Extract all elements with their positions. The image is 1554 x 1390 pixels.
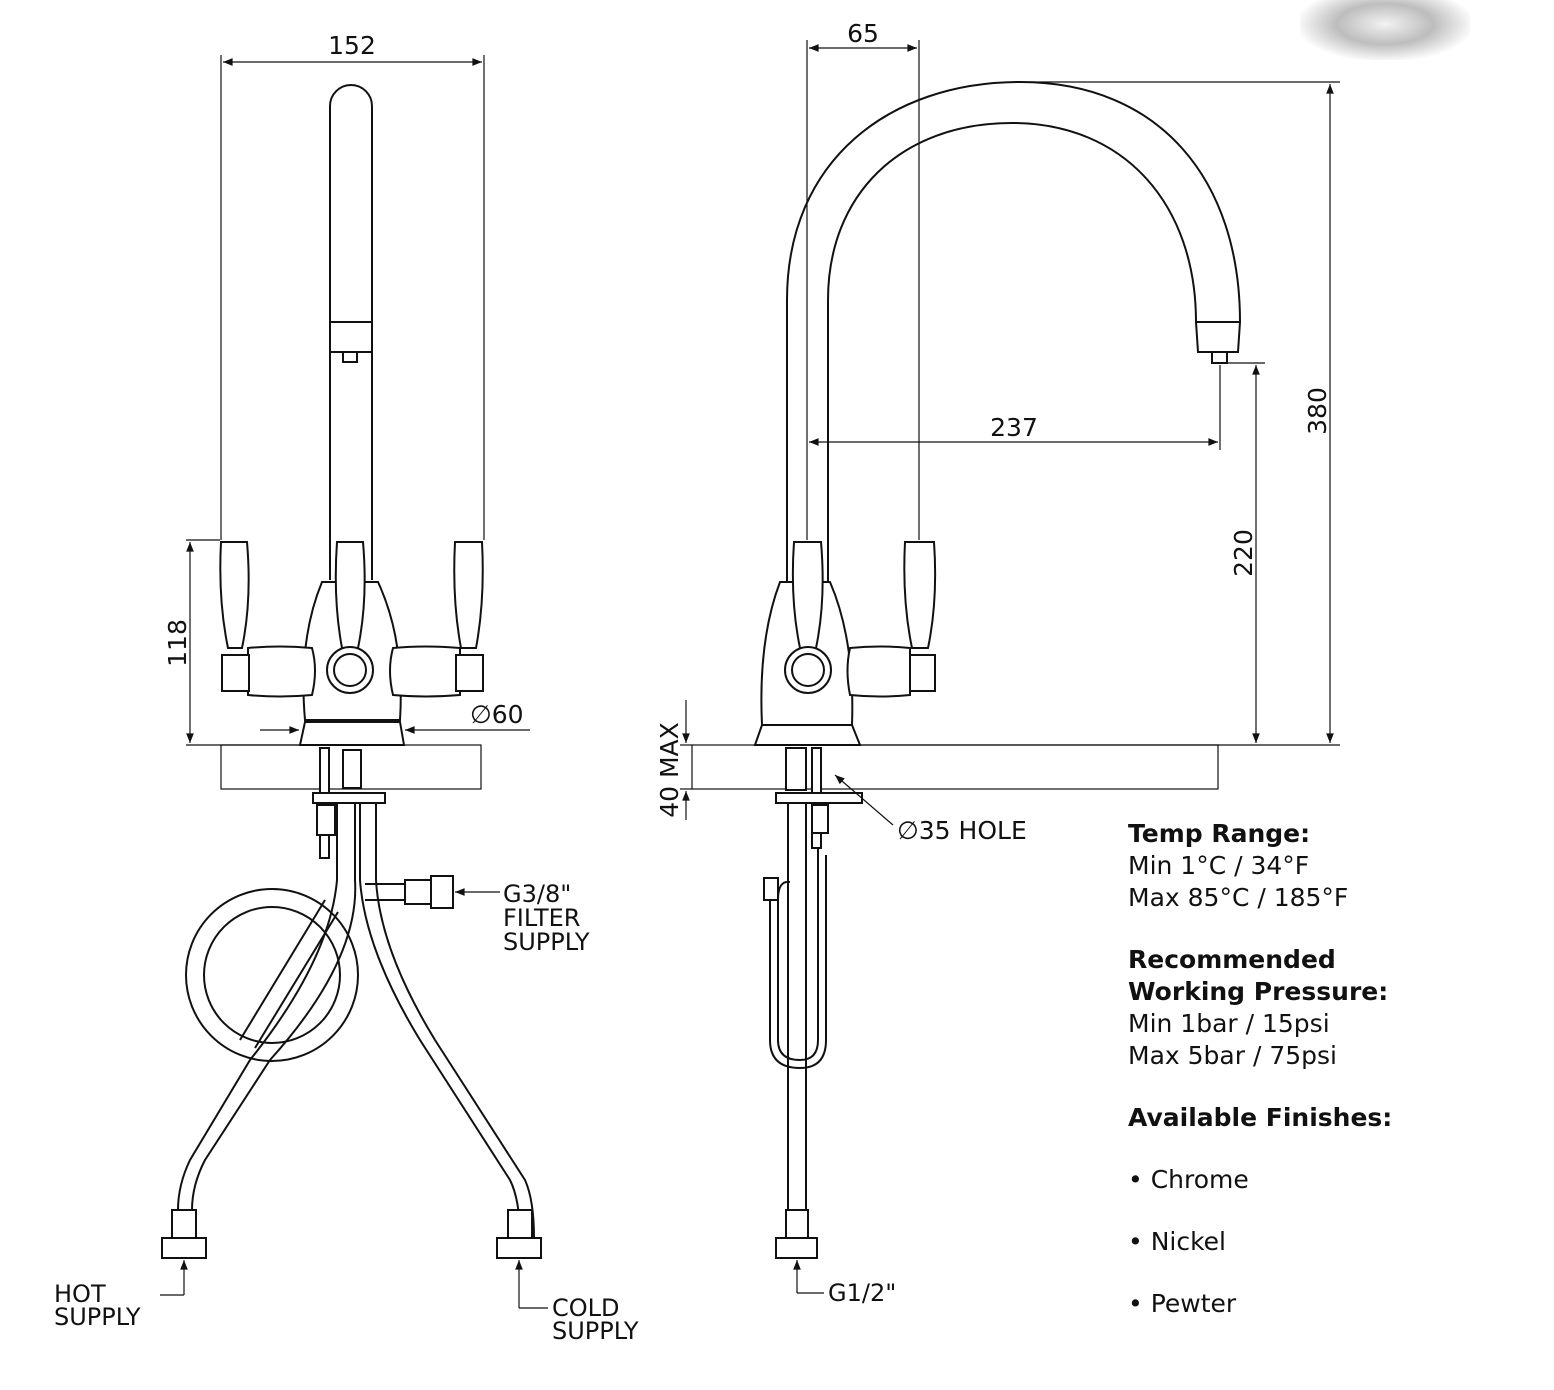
connection-nut bbox=[775, 1237, 818, 1259]
hose-loop bbox=[777, 848, 819, 1062]
finishes-title: Available Finishes: bbox=[1128, 1103, 1393, 1132]
hose-coil bbox=[185, 888, 359, 1062]
cold-supply-label: COLD bbox=[552, 1294, 620, 1322]
product-photo bbox=[1300, 0, 1470, 60]
cold-nut bbox=[496, 1237, 542, 1259]
front-view: 152 118 ∅60 bbox=[54, 31, 639, 1345]
cold-lever bbox=[453, 541, 484, 649]
spout bbox=[329, 84, 373, 580]
temp-min: Min 1°C / 34°F bbox=[1128, 851, 1310, 880]
dim-spout-reach: 237 bbox=[990, 413, 1038, 442]
pressure-max: Max 5bar / 75psi bbox=[1128, 1041, 1337, 1070]
side-view: 65 237 220 380 40 MAX bbox=[655, 19, 1340, 1307]
finish-item: • Pewter bbox=[1128, 1289, 1237, 1318]
pressure-title: Recommended bbox=[1128, 945, 1336, 974]
temp-max: Max 85°C / 185°F bbox=[1128, 883, 1349, 912]
hot-nut bbox=[161, 1237, 207, 1259]
dim-spout-offset: 65 bbox=[847, 19, 879, 48]
hot-supply-label: HOT bbox=[54, 1280, 106, 1308]
svg-text:SUPPLY: SUPPLY bbox=[54, 1303, 141, 1331]
filter-lever bbox=[334, 541, 366, 649]
countertop-side bbox=[691, 744, 1219, 790]
pressure-min: Min 1bar / 15psi bbox=[1128, 1009, 1330, 1038]
filter-supply-label: G3/8" bbox=[503, 880, 571, 908]
specifications: Temp Range: Min 1°C / 34°F Max 85°C / 18… bbox=[1128, 818, 1392, 1320]
temp-range-title: Temp Range: bbox=[1128, 819, 1311, 848]
svg-text:SUPPLY: SUPPLY bbox=[552, 1317, 639, 1345]
connection-label: G1/2" bbox=[828, 1279, 896, 1307]
hot-lever bbox=[219, 541, 250, 649]
dim-max-deck: 40 MAX bbox=[655, 722, 684, 818]
finish-item: • Nickel bbox=[1128, 1227, 1226, 1256]
pressure-title-2: Working Pressure: bbox=[1128, 977, 1389, 1006]
svg-text:FILTER: FILTER bbox=[503, 904, 580, 932]
dim-spout-clearance: 220 bbox=[1229, 529, 1258, 577]
dim-overall-height: 380 bbox=[1303, 387, 1332, 435]
gooseneck-spout bbox=[786, 80, 1241, 582]
finish-item: • Chrome bbox=[1128, 1165, 1249, 1194]
dim-base-diameter: ∅60 bbox=[470, 700, 524, 729]
dim-hole: ∅35 HOLE bbox=[897, 816, 1027, 845]
svg-text:SUPPLY: SUPPLY bbox=[503, 928, 590, 956]
dim-width: 152 bbox=[328, 31, 376, 60]
dim-lever-height: 118 bbox=[163, 619, 192, 667]
